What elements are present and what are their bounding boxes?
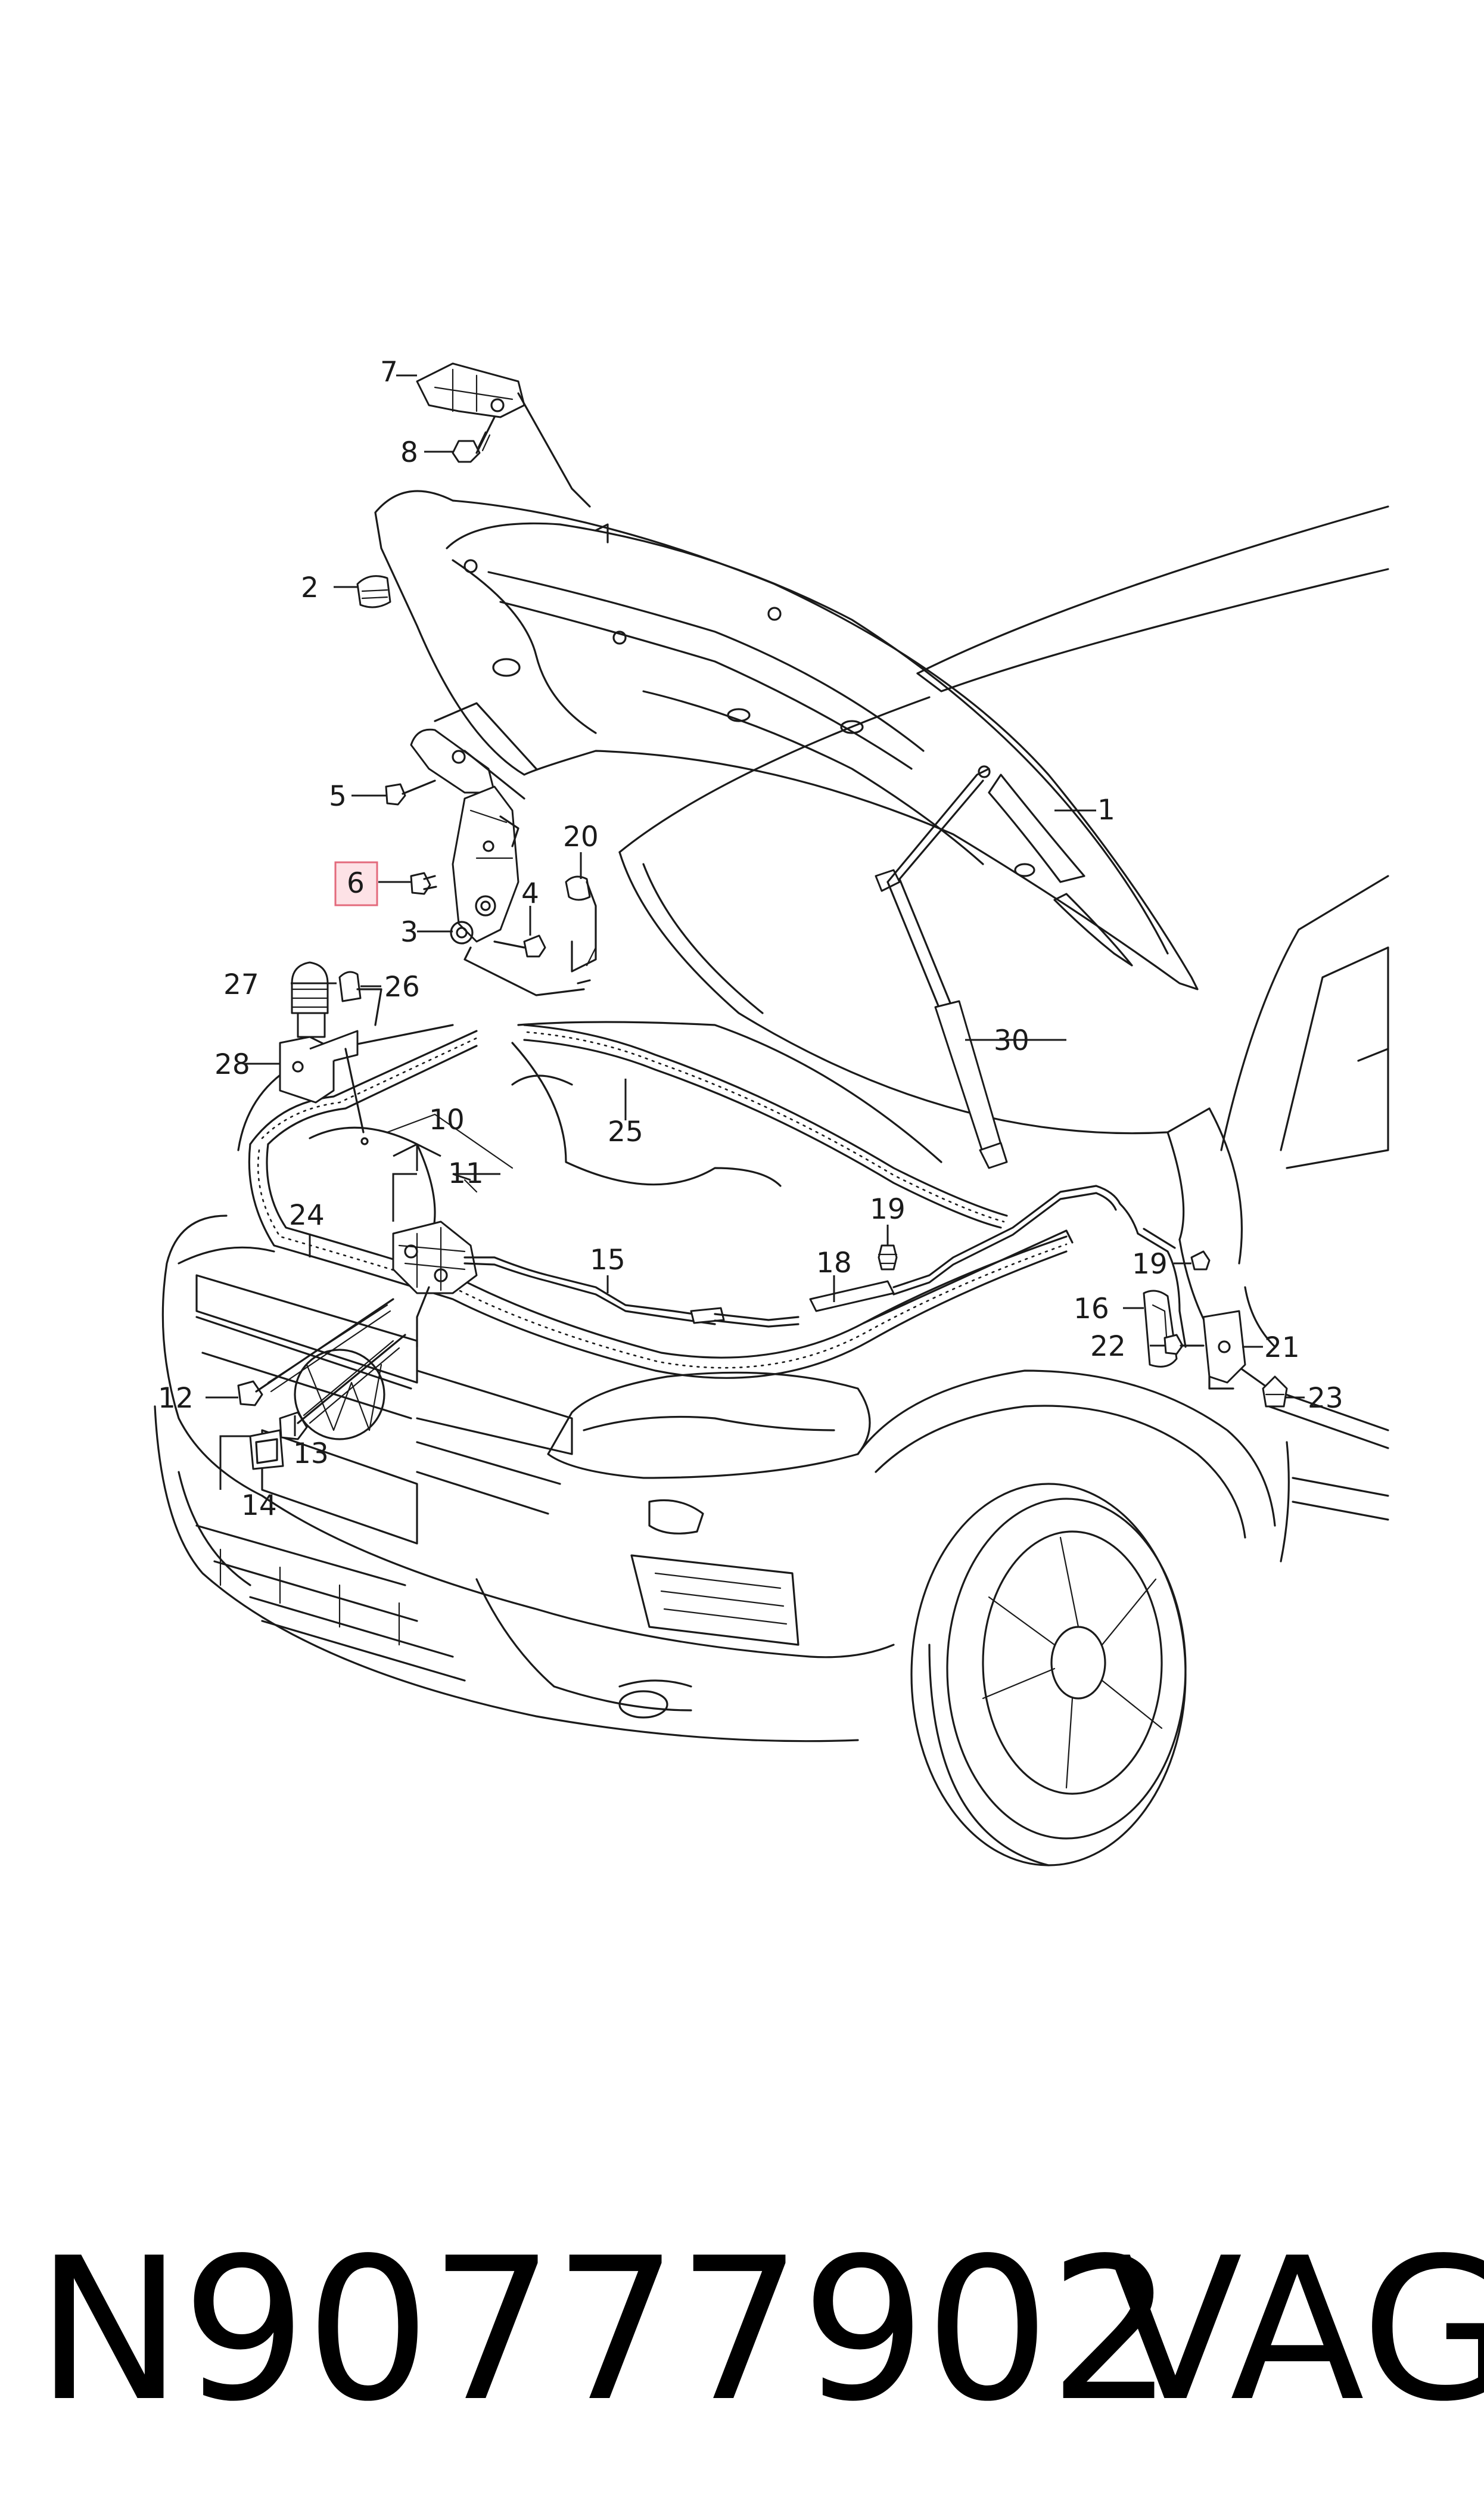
callout-19-right: 19 bbox=[1132, 1248, 1168, 1281]
callout-24: 24 bbox=[289, 1199, 325, 1232]
callout-5: 5 bbox=[329, 780, 347, 813]
highlighted-callout-box bbox=[334, 861, 378, 906]
callout-4: 4 bbox=[521, 877, 539, 910]
callout-14: 14 bbox=[241, 1489, 277, 1522]
hinge-assembly bbox=[356, 575, 597, 996]
part-number: N90777902 bbox=[36, 2216, 1174, 2445]
callout-13: 13 bbox=[293, 1437, 329, 1470]
callout-7: 7 bbox=[380, 356, 398, 389]
callout-6: 6 bbox=[347, 867, 365, 900]
callout-labels: 1 2 3 4 5 6 7 8 10 11 12 13 14 15 16 18 … bbox=[158, 356, 1343, 1522]
callout-18: 18 bbox=[816, 1247, 852, 1279]
callout-19-left: 19 bbox=[870, 1193, 906, 1226]
callout-26: 26 bbox=[384, 971, 420, 1004]
callout-28: 28 bbox=[214, 1048, 250, 1081]
callout-23: 23 bbox=[1308, 1382, 1343, 1415]
callout-2: 2 bbox=[301, 571, 319, 604]
callout-11: 11 bbox=[448, 1157, 484, 1190]
callout-3: 3 bbox=[400, 916, 418, 949]
callout-22: 22 bbox=[1090, 1330, 1126, 1363]
seals bbox=[248, 1024, 1074, 1379]
callout-15: 15 bbox=[590, 1244, 626, 1276]
callout-8: 8 bbox=[400, 436, 418, 469]
callout-25: 25 bbox=[608, 1116, 643, 1148]
leader-lines bbox=[206, 374, 1305, 1490]
brand-label: VAG bbox=[1108, 2216, 1484, 2445]
callout-1: 1 bbox=[1097, 794, 1115, 827]
callout-30: 30 bbox=[994, 1024, 1029, 1057]
upper-latch-parts bbox=[416, 362, 591, 508]
hood-panel bbox=[374, 490, 1199, 990]
left-buffer-parts bbox=[279, 961, 382, 1145]
callout-27: 27 bbox=[223, 968, 259, 1001]
callout-16: 16 bbox=[1074, 1293, 1109, 1325]
callout-20: 20 bbox=[563, 821, 599, 853]
car-body bbox=[154, 505, 1389, 1866]
callout-21: 21 bbox=[1264, 1331, 1300, 1364]
callout-12: 12 bbox=[158, 1382, 194, 1415]
gas-strut bbox=[875, 765, 1008, 1169]
callout-10: 10 bbox=[429, 1104, 465, 1136]
lock-and-cable bbox=[237, 1185, 1288, 1470]
